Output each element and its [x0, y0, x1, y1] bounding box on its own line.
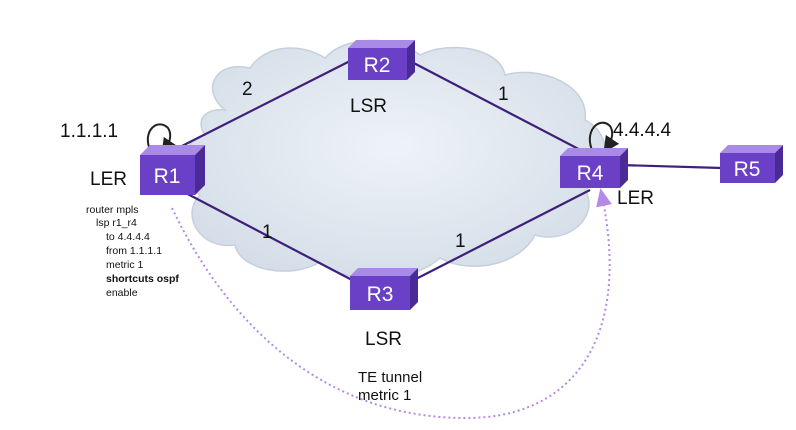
- router-r5[interactable]: R5: [720, 145, 783, 183]
- router-r4-label: R4: [577, 162, 604, 185]
- metric-r1-r2: 2: [242, 79, 253, 100]
- role-r4: LER: [617, 188, 654, 209]
- link-r1-r2: [177, 59, 353, 149]
- router-r2[interactable]: R2: [348, 40, 415, 80]
- role-r1: LER: [90, 169, 127, 190]
- te-tunnel-arrow: [171, 188, 612, 420]
- link-r1-r3: [179, 189, 353, 281]
- mpls-config-block: router mpls lsp r1_r4 to 4.4.4.4 from 1.…: [86, 204, 179, 299]
- tunnel-label-line1: TE tunnel: [358, 369, 422, 386]
- role-r2: LSR: [350, 96, 387, 117]
- router-r3-label: R3: [367, 283, 394, 306]
- address-r1: 1.1.1.1: [60, 121, 118, 142]
- link-r3-r4: [409, 189, 591, 283]
- mpls-cloud: [183, 39, 607, 280]
- config-line: enable: [106, 287, 138, 299]
- address-r4: 4.4.4.4: [613, 120, 672, 141]
- metric-r2-r4: 1: [498, 84, 509, 105]
- config-line: router mpls: [86, 204, 139, 216]
- router-r4[interactable]: R4: [560, 148, 628, 188]
- role-r3: LSR: [365, 329, 402, 350]
- metric-r1-r3: 1: [262, 222, 273, 243]
- metric-r3-r4: 1: [455, 231, 466, 252]
- router-r3[interactable]: R3: [350, 268, 418, 310]
- link-r4-r5: [619, 163, 723, 170]
- router-r2-label: R2: [364, 54, 391, 77]
- tunnel-label-line2: metric 1: [358, 387, 411, 404]
- config-line: shortcuts ospf: [106, 273, 179, 285]
- config-line: from 1.1.1.1: [106, 245, 162, 257]
- router-r1-label: R1: [154, 165, 181, 188]
- config-line: to 4.4.4.4: [106, 231, 150, 243]
- config-line: metric 1: [106, 259, 144, 271]
- router-r1[interactable]: R1: [140, 145, 205, 195]
- network-links: [177, 59, 723, 283]
- config-line: lsp r1_r4: [96, 217, 137, 229]
- loop-arrow-r1: [147, 123, 178, 155]
- loop-arrow-r4: [589, 121, 620, 153]
- link-r2-r4: [407, 59, 591, 156]
- router-r5-label: R5: [734, 158, 761, 181]
